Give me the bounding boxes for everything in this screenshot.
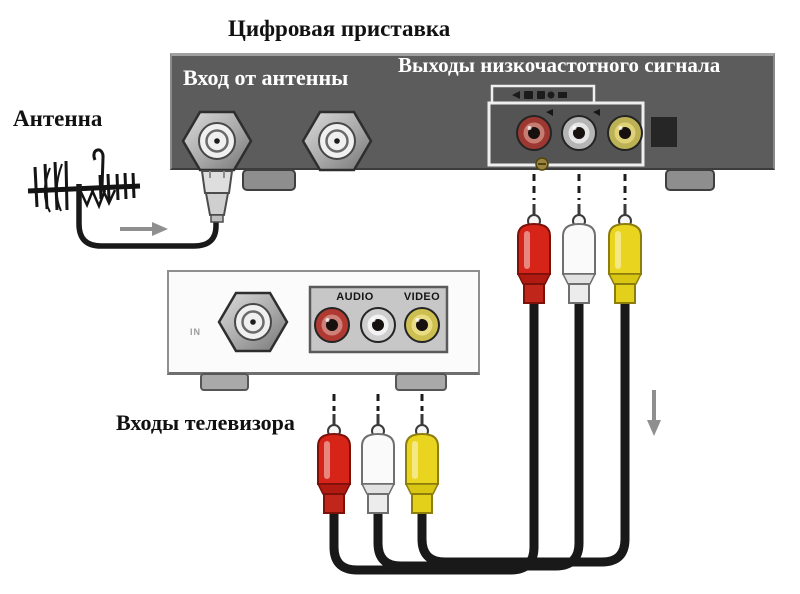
coax-plug xyxy=(200,170,234,223)
rca-plug-red-top xyxy=(516,202,552,305)
tv-box xyxy=(167,270,480,375)
tv-inputs-label: Входы телевизора xyxy=(116,410,295,435)
page-title: Цифровая приставка xyxy=(228,16,451,41)
tv-rf-in-label: IN xyxy=(190,327,201,337)
video-jack-label: VIDEO xyxy=(403,291,441,303)
flow-arrow-down-icon xyxy=(647,390,661,436)
av-outputs-label: Выходы низкочастотного сигнала xyxy=(398,53,721,77)
flow-arrow-right-icon xyxy=(120,222,168,236)
rca-plug-yellow-bottom xyxy=(404,412,440,515)
set-top-box xyxy=(170,53,775,170)
settop-foot-right xyxy=(665,169,715,191)
rca-plug-white-top xyxy=(561,202,597,305)
antenna-coax-cable xyxy=(76,184,219,249)
antenna-input-label: Вход от антенны xyxy=(183,65,349,90)
plug-guide-dashes-top xyxy=(532,174,627,200)
antenna-icon xyxy=(27,148,141,213)
tv-foot-left xyxy=(200,373,249,391)
antenna-label: Антенна xyxy=(13,106,103,131)
tv-foot-right xyxy=(395,373,447,391)
settop-foot-left xyxy=(242,169,296,191)
audio-jacks-label: AUDIO xyxy=(336,291,374,303)
rca-plug-red-bottom xyxy=(316,412,352,515)
rca-plug-yellow-top xyxy=(607,202,643,305)
plug-guide-dashes-bottom xyxy=(332,394,424,411)
rca-plug-white-bottom xyxy=(360,412,396,515)
